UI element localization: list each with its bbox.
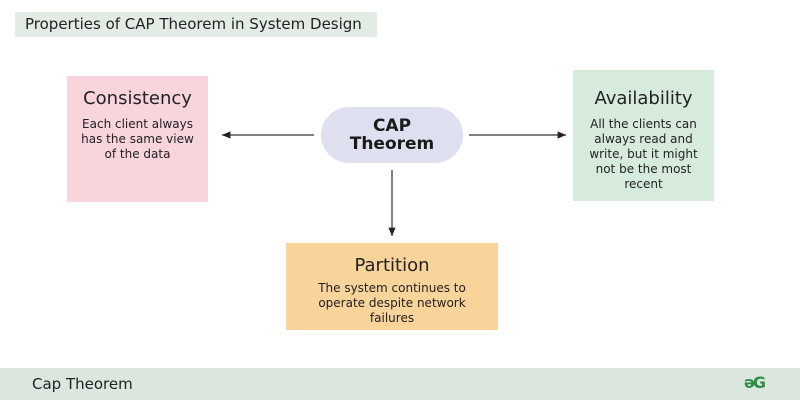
gfg-logo-icon: əG bbox=[744, 373, 766, 392]
availability-description: All the clients can always read and writ… bbox=[589, 117, 698, 191]
consistency-description: Each client always has the same view of … bbox=[81, 117, 194, 161]
partition-node: Partition The system continues to operat… bbox=[286, 243, 498, 330]
center-line1: CAP bbox=[372, 116, 412, 136]
availability-node: Availability All the clients can always … bbox=[573, 70, 714, 201]
footer-bar: Cap Theorem əG bbox=[0, 368, 800, 400]
consistency-node: Consistency Each client always has the s… bbox=[67, 76, 208, 202]
footer-label: Cap Theorem bbox=[32, 375, 133, 393]
diagram-title: Properties of CAP Theorem in System Desi… bbox=[15, 12, 377, 37]
partition-heading: Partition bbox=[354, 255, 430, 276]
partition-description: The system continues to operate despite … bbox=[318, 281, 466, 325]
consistency-heading: Consistency bbox=[83, 88, 192, 109]
cap-theorem-node: CAP Theorem bbox=[321, 107, 463, 163]
center-line2: Theorem bbox=[349, 134, 435, 154]
availability-heading: Availability bbox=[594, 88, 693, 109]
